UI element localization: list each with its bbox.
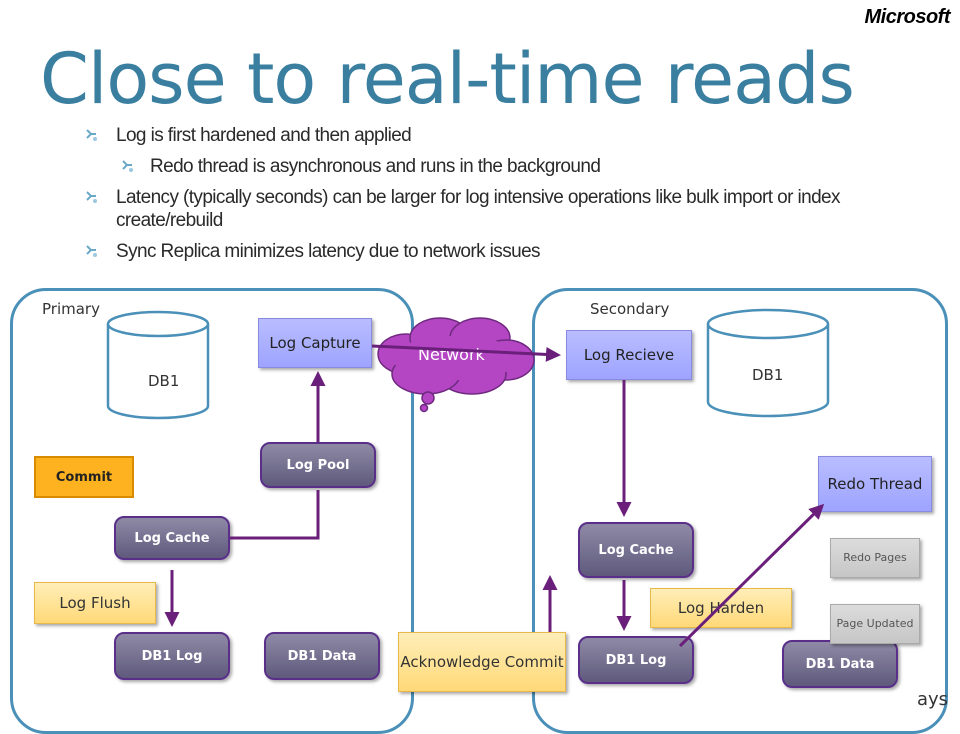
secondary-log-cache-box: Log Cache	[578, 522, 694, 578]
acknowledge-commit-box: Acknowledge Commit	[398, 632, 566, 692]
slide-title: Close to real-time reads	[40, 38, 855, 120]
secondary-db1-data-box: DB1 Data	[782, 640, 898, 688]
bullet-item: Log is first hardened and then applied	[84, 124, 884, 147]
bullet-item: Redo thread is asynchronous and runs in …	[84, 155, 884, 178]
primary-db1-log-box: DB1 Log	[114, 632, 230, 680]
bullet-item: Latency (typically seconds) can be large…	[84, 186, 884, 232]
bullet-list: Log is first hardened and then applied R…	[84, 124, 884, 271]
log-pool-box: Log Pool	[260, 442, 376, 488]
bullet-icon	[86, 129, 97, 141]
redo-pages-box: Redo Pages	[830, 538, 920, 578]
log-harden-box: Log Harden	[650, 588, 792, 628]
footer-text-fragment: ays	[916, 689, 948, 710]
bullet-icon	[86, 245, 97, 257]
primary-database-icon	[106, 310, 210, 420]
log-receive-box: Log Recieve	[566, 330, 692, 380]
bullet-icon	[86, 191, 97, 203]
secondary-database-icon	[706, 308, 830, 418]
secondary-label: Secondary	[590, 300, 670, 318]
primary-db-label: DB1	[148, 372, 180, 390]
bullet-item: Sync Replica minimizes latency due to ne…	[84, 240, 884, 263]
primary-db1-data-box: DB1 Data	[264, 632, 380, 680]
network-label: Network	[418, 345, 485, 364]
commit-box: Commit	[34, 456, 134, 498]
primary-label: Primary	[42, 300, 100, 318]
page-updated-box: Page Updated	[830, 604, 920, 644]
microsoft-logo: Microsoft	[864, 6, 951, 28]
log-capture-box: Log Capture	[258, 318, 372, 368]
secondary-db1-log-box: DB1 Log	[578, 636, 694, 684]
secondary-db-label: DB1	[752, 366, 784, 384]
redo-thread-box: Redo Thread	[818, 456, 932, 512]
primary-log-cache-box: Log Cache	[114, 516, 230, 560]
log-flush-box: Log Flush	[34, 582, 156, 624]
bullet-icon	[122, 160, 133, 172]
